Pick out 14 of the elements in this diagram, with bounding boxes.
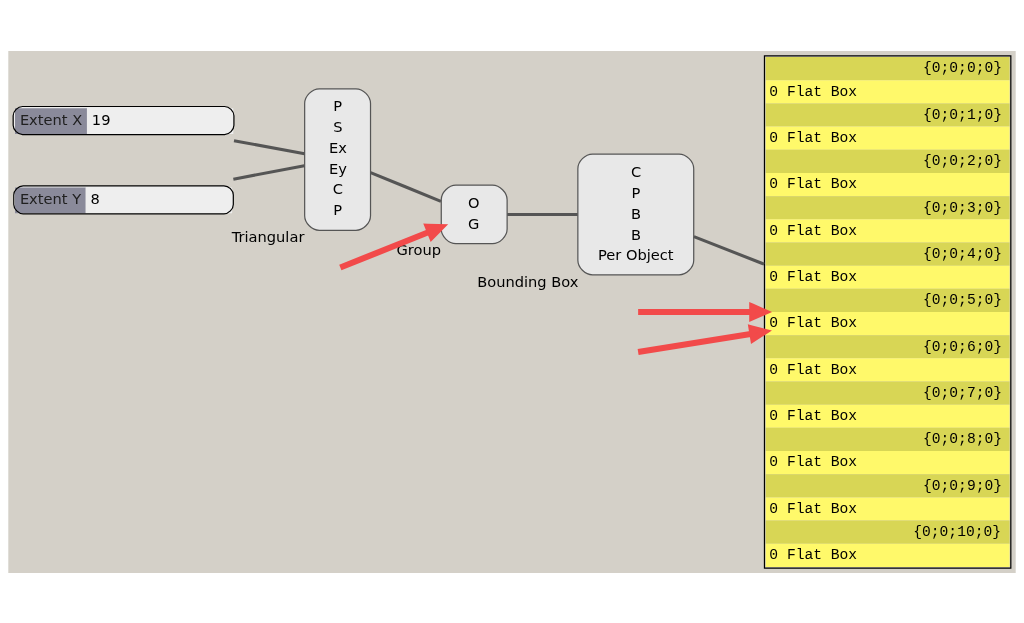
connector — [693, 234, 765, 266]
node-label: Group — [396, 240, 441, 258]
connector — [233, 138, 305, 155]
node-label: Bounding Box — [477, 272, 579, 290]
connector — [370, 170, 442, 203]
node-box: C P B B Per Object — [577, 152, 695, 275]
arrow — [339, 223, 449, 270]
node-box: P S Ex Ey C P — [304, 87, 372, 231]
node-label: Triangular — [231, 227, 305, 245]
connector — [233, 163, 305, 181]
arrow — [637, 323, 772, 355]
arrow — [638, 301, 773, 322]
connector — [507, 212, 578, 216]
node-box: O G — [440, 184, 508, 244]
